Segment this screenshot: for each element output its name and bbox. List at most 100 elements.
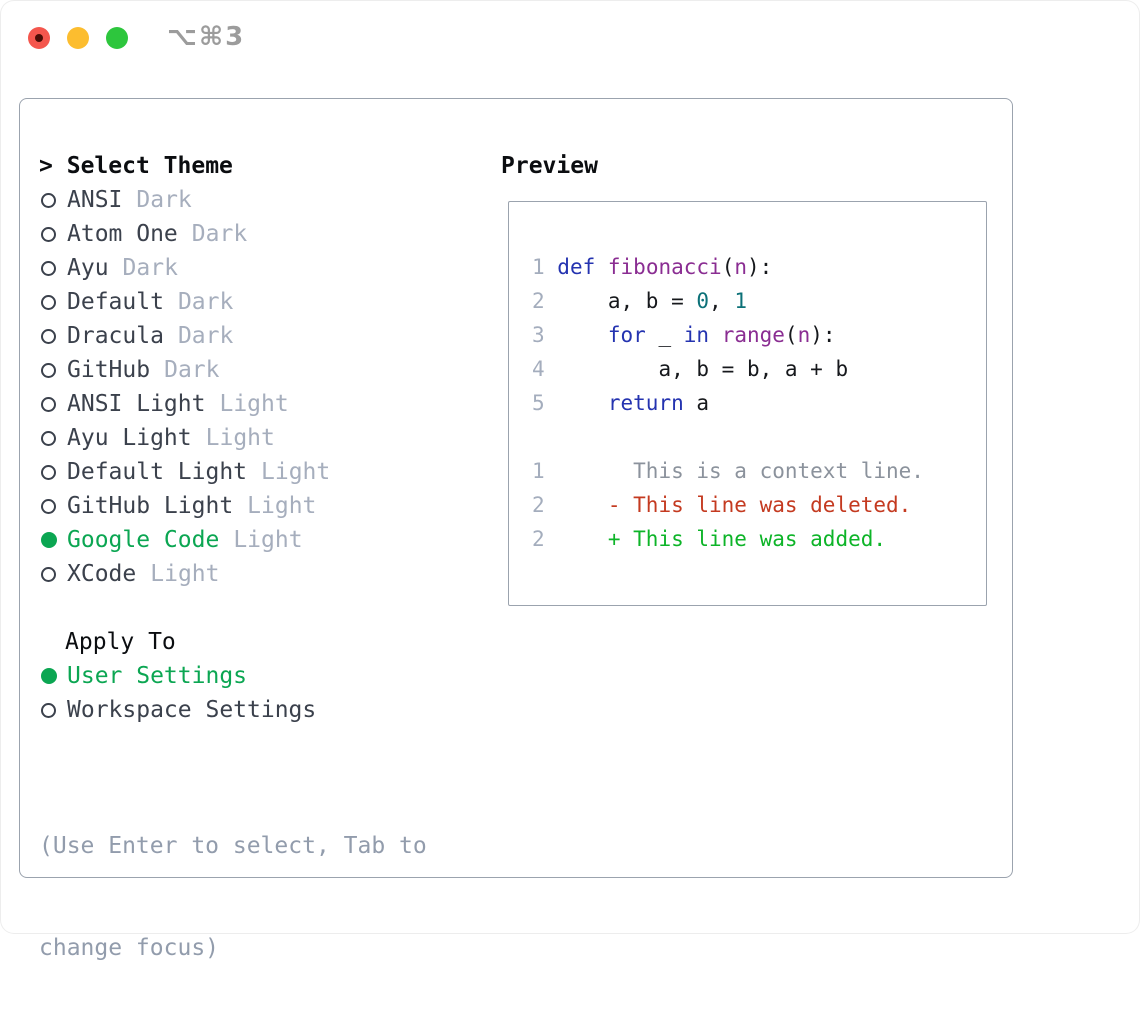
- hint-line-1: (Use Enter to select, Tab to: [39, 833, 427, 859]
- zoom-button[interactable]: [106, 27, 128, 49]
- code-line: 5 return a: [532, 386, 984, 420]
- apply-to-header: Apply To: [65, 629, 176, 655]
- code-line: 3 for _ in range(n):: [532, 318, 984, 352]
- radio-icon: [41, 328, 56, 344]
- keyboard-hint: (Use Enter to select, Tab to change focu…: [39, 761, 427, 1033]
- preview-title: Preview: [501, 153, 598, 179]
- radio-icon: [41, 396, 56, 412]
- radio-icon: [41, 260, 56, 276]
- code-segment: (: [721, 255, 735, 279]
- theme-variant-label: Light: [150, 561, 220, 587]
- theme-variant-label: Dark: [136, 187, 192, 213]
- apply-option-label: User Settings: [67, 663, 248, 689]
- radio-icon: [41, 294, 56, 310]
- theme-option-github-light[interactable]: GitHub Light Light: [39, 489, 330, 523]
- code-segment: ):: [810, 323, 836, 347]
- select-theme-header: > Select Theme: [39, 149, 233, 183]
- diff-text: - This line was deleted.: [544, 493, 912, 517]
- radio-icon: [41, 464, 56, 480]
- line-number: 2: [532, 289, 558, 313]
- select-theme-title: Select Theme: [66, 153, 233, 179]
- radio-icon: [41, 566, 56, 582]
- code-line: 4 a, b = b, a + b: [532, 352, 984, 386]
- code-segment: a, b =: [557, 289, 697, 313]
- apply-option-workspace-settings[interactable]: Workspace Settings: [39, 693, 330, 727]
- window-shortcut-label: ⌥⌘3: [167, 22, 246, 52]
- theme-variant-label: Light: [247, 493, 317, 519]
- theme-name: ANSI Light: [67, 391, 206, 417]
- line-number: 5: [532, 391, 558, 415]
- theme-variant-label: Light: [233, 527, 303, 553]
- code-segment: a, b = b, a + b: [557, 357, 849, 381]
- theme-name: Default Light: [67, 459, 248, 485]
- theme-variant-label: Dark: [177, 289, 234, 315]
- radio-selected-icon: [41, 532, 57, 548]
- code-segment: ,: [709, 289, 735, 313]
- theme-name: Default: [67, 289, 164, 315]
- theme-variant-label: Dark: [122, 255, 178, 281]
- close-dot-icon: [35, 34, 43, 42]
- code-segment: return: [607, 391, 684, 415]
- code-segment: _: [645, 323, 684, 347]
- code-segment: for: [607, 323, 646, 347]
- code-segment: [595, 255, 608, 279]
- theme-option-default[interactable]: Default Dark: [39, 285, 330, 319]
- diff-line-deleted: 2 - This line was deleted.: [532, 488, 984, 522]
- diff-line-context: 1 This is a context line.: [532, 454, 984, 488]
- cursor-prompt-icon: >: [39, 153, 53, 179]
- theme-option-dracula[interactable]: Dracula Dark: [39, 319, 330, 353]
- apply-option-label: Workspace Settings: [67, 697, 317, 723]
- code-segment: in: [683, 323, 710, 347]
- theme-name: XCode: [67, 561, 137, 587]
- radio-icon: [41, 226, 56, 242]
- theme-name: Ayu: [67, 255, 109, 281]
- theme-option-ayu[interactable]: Ayu Dark: [39, 251, 330, 285]
- line-number: 2: [532, 493, 545, 517]
- diff-line-added: 2 + This line was added.: [532, 522, 984, 556]
- code-segment: ):: [747, 255, 773, 279]
- code-segment: [709, 323, 722, 347]
- theme-name: Ayu Light: [67, 425, 192, 451]
- code-segment: range: [721, 323, 785, 347]
- minimize-button[interactable]: [67, 27, 89, 49]
- theme-option-atom-one[interactable]: Atom One Dark: [39, 217, 330, 251]
- code-segment: n: [797, 323, 811, 347]
- radio-icon: [41, 192, 56, 208]
- line-number: 1: [532, 459, 545, 483]
- radio-selected-icon: [41, 668, 57, 684]
- apply-option-user-settings[interactable]: User Settings: [39, 659, 330, 693]
- theme-name: Dracula: [67, 323, 164, 349]
- code-segment: (: [784, 323, 798, 347]
- theme-variant-label: Dark: [191, 221, 248, 247]
- code-segment: a: [683, 391, 710, 415]
- theme-option-xcode[interactable]: XCode Light: [39, 557, 330, 591]
- radio-icon: [41, 362, 56, 378]
- theme-name: Atom One: [67, 221, 178, 247]
- theme-option-default-light[interactable]: Default Light Light: [39, 455, 330, 489]
- theme-name: ANSI: [67, 187, 123, 213]
- line-number: 1: [532, 255, 558, 279]
- close-button[interactable]: [28, 27, 50, 49]
- diff-text: + This line was added.: [544, 527, 887, 551]
- theme-option-ansi[interactable]: ANSI Dark: [39, 183, 330, 217]
- code-segment: 0: [696, 289, 710, 313]
- theme-name: GitHub: [67, 357, 151, 383]
- theme-variant-label: Light: [261, 459, 331, 485]
- theme-name: GitHub Light: [67, 493, 234, 519]
- radio-icon: [41, 498, 56, 514]
- code-segment: fibonacci: [607, 255, 722, 279]
- code-segment: def: [557, 255, 596, 279]
- line-number: 2: [532, 527, 545, 551]
- theme-variant-label: Dark: [177, 323, 234, 349]
- diff-text: This is a context line.: [544, 459, 924, 483]
